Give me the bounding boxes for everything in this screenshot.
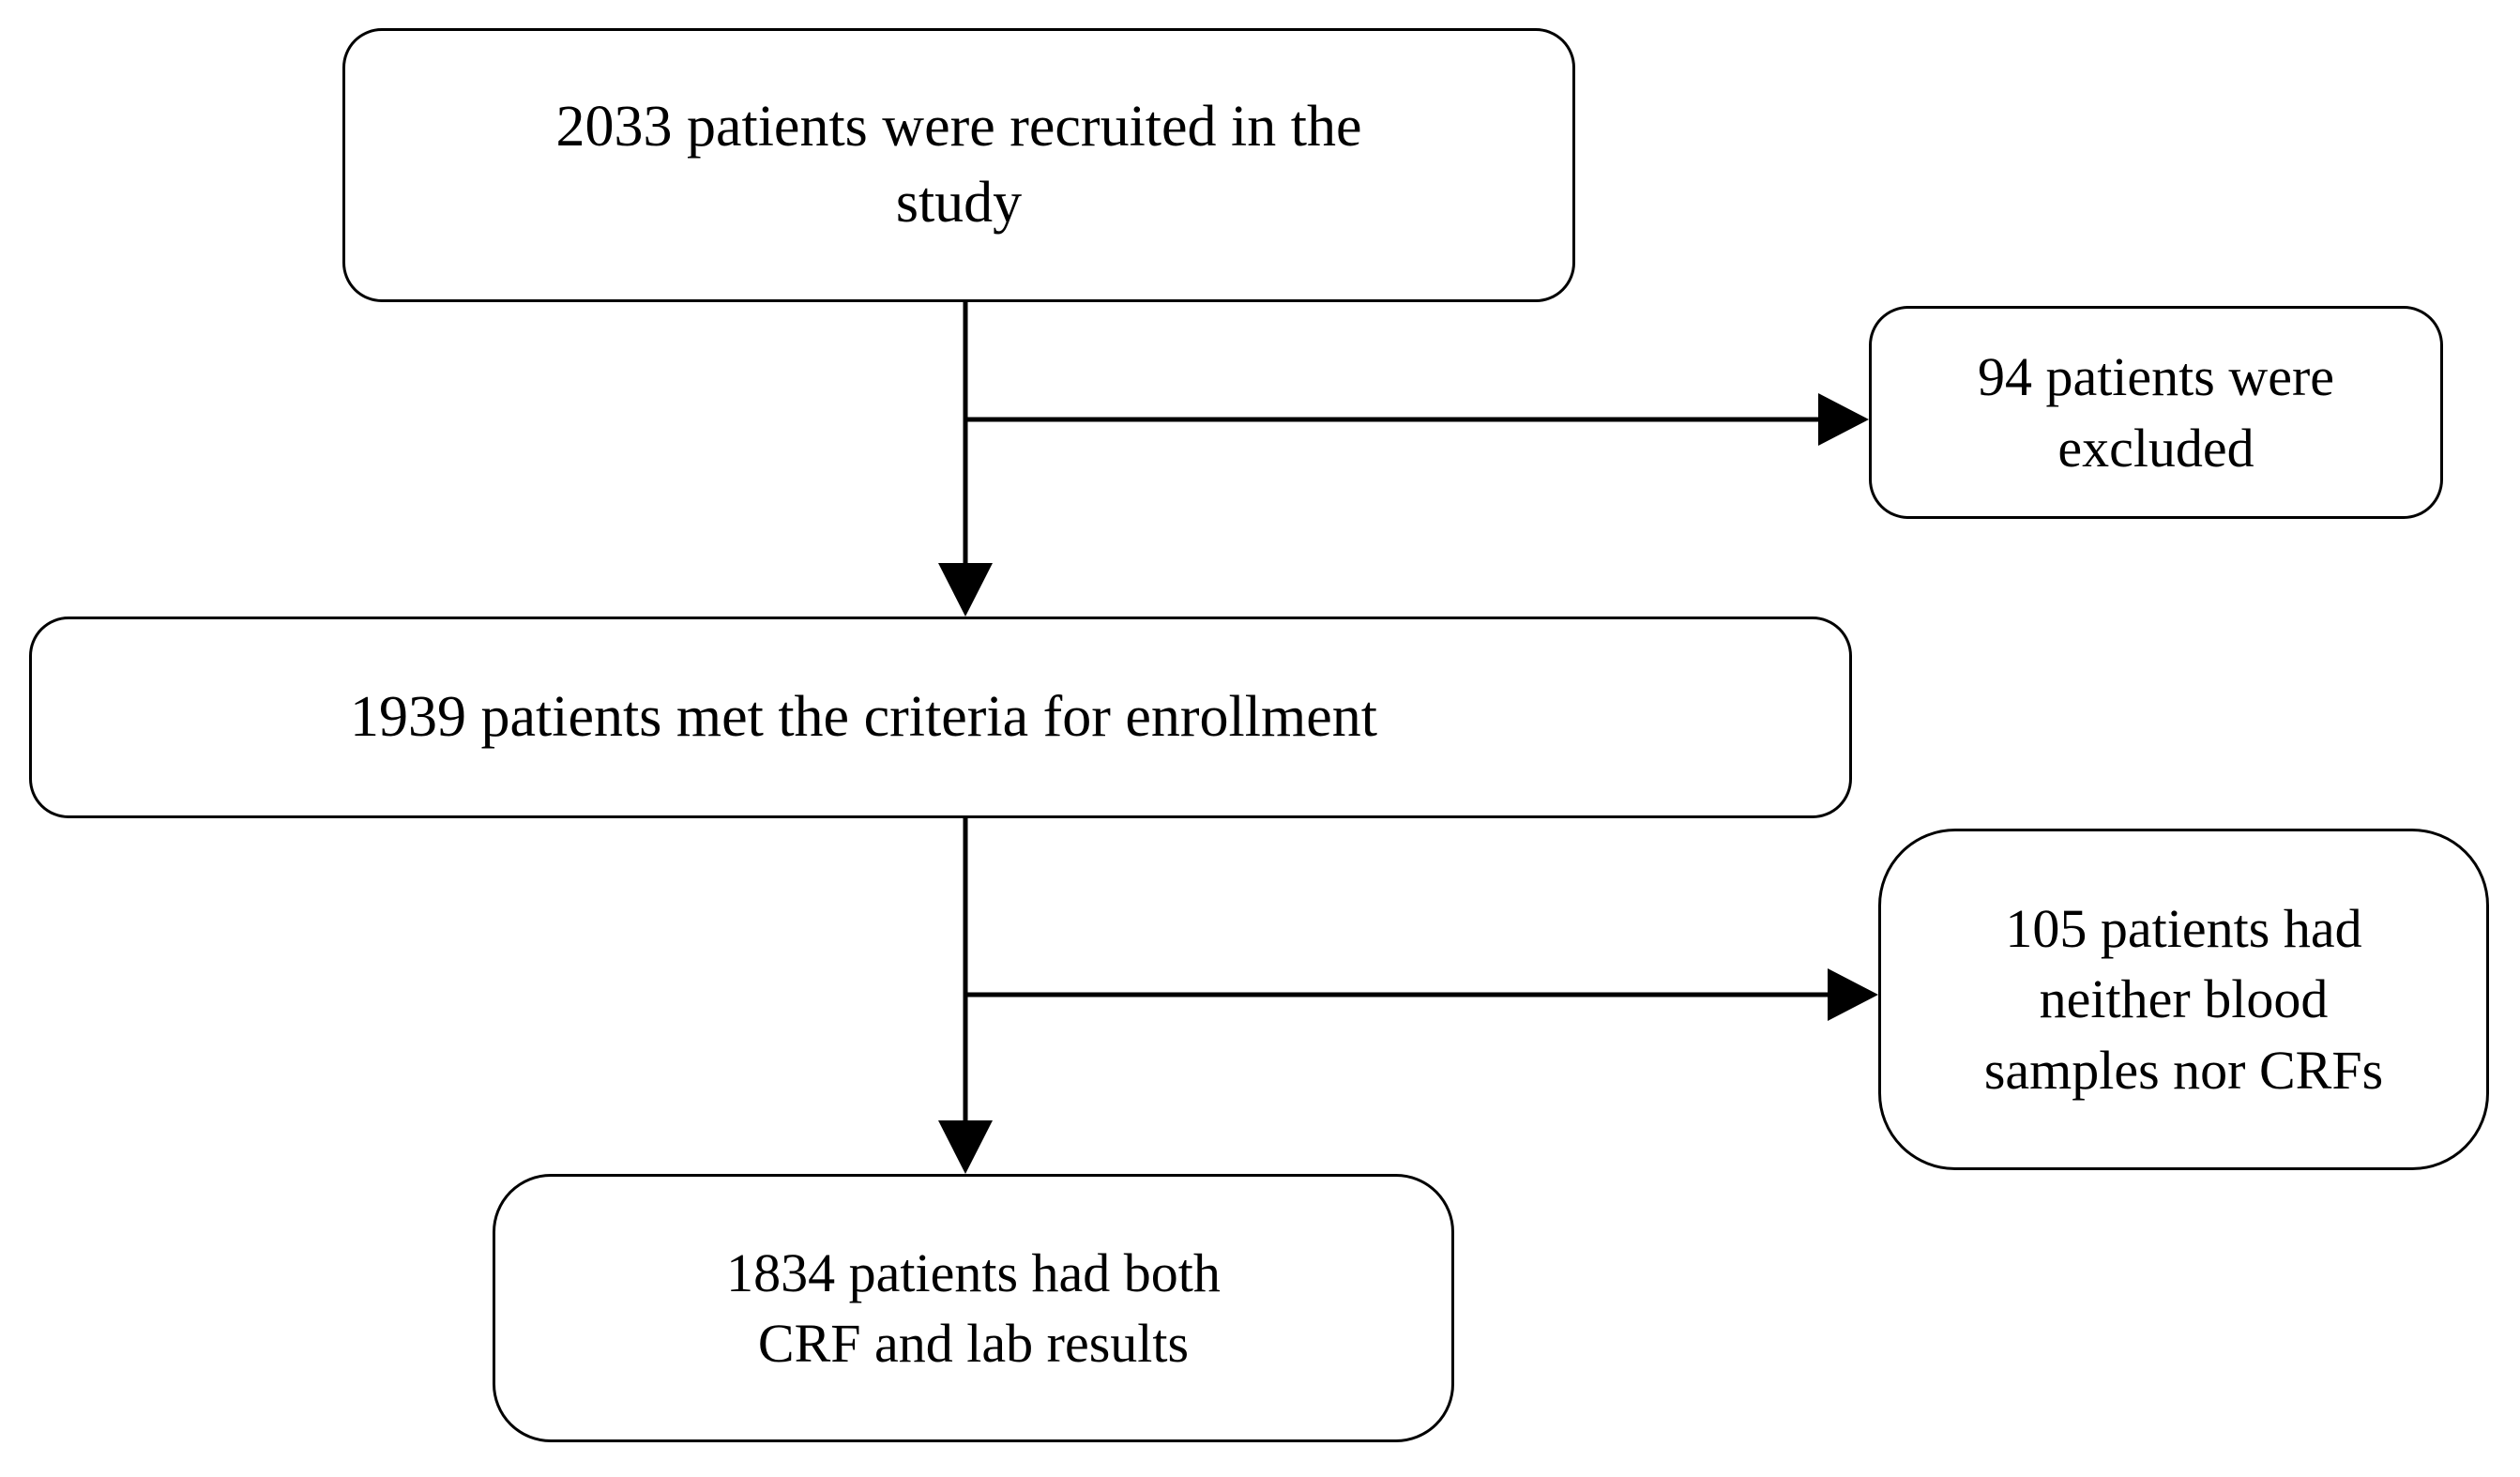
node-excluded-patients: 94 patients were excluded <box>1869 306 2443 519</box>
node-recruited-label: 2033 patients were recruited in the stud… <box>555 95 1362 235</box>
edge-enrolled-to-both <box>938 818 993 1174</box>
node-excluded-label: 94 patients were excluded <box>1977 346 2335 479</box>
node-both-crf-and-lab: 1834 patients had both CRF and lab resul… <box>493 1174 1454 1442</box>
edge-recruited-to-enrolled <box>938 302 993 617</box>
edge-recruited-to-excluded <box>965 393 1869 446</box>
node-both-label: 1834 patients had both CRF and lab resul… <box>726 1241 1221 1374</box>
node-enrolled-label: 1939 patients met the criteria for enrol… <box>350 685 1377 750</box>
node-recruited-patients: 2033 patients were recruited in the stud… <box>342 28 1575 302</box>
node-no-samples-label: 105 patients had neither blood samples n… <box>1983 897 2384 1101</box>
node-no-samples-or-crfs: 105 patients had neither blood samples n… <box>1878 829 2489 1170</box>
node-enrolled-patients: 1939 patients met the criteria for enrol… <box>29 617 1852 818</box>
edge-enrolled-to-no-samples <box>965 968 1878 1021</box>
